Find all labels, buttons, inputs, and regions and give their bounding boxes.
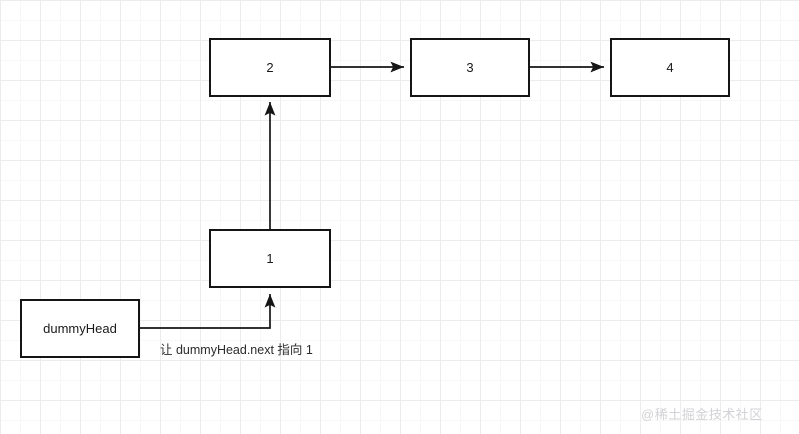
node-label: 1 <box>266 251 274 266</box>
node-label: 2 <box>266 60 274 75</box>
node-box-dummyhead[interactable]: dummyHead <box>20 299 140 358</box>
node-label: 3 <box>466 60 474 75</box>
watermark-text: @稀土掘金技术社区 <box>641 407 763 422</box>
node-label: dummyHead <box>43 321 117 336</box>
edge-label-dummyhead-next: 让 dummyHead.next 指向 1 <box>160 343 313 357</box>
node-box-1[interactable]: 1 <box>209 229 331 288</box>
node-label: 4 <box>666 60 674 75</box>
node-box-4[interactable]: 4 <box>610 38 730 97</box>
edge-dummyhead-to-1 <box>140 294 276 329</box>
node-box-2[interactable]: 2 <box>209 38 331 97</box>
node-box-3[interactable]: 3 <box>410 38 530 97</box>
